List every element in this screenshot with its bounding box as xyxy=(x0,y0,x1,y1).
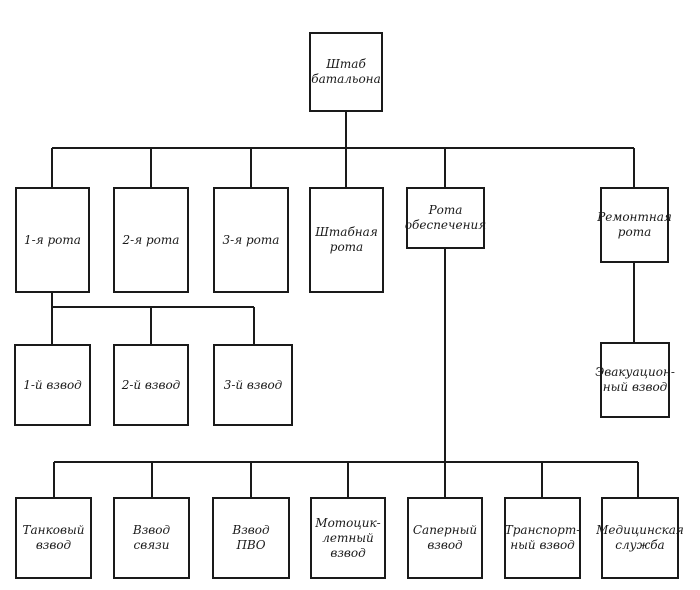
node-label: 1-й взвод xyxy=(23,377,82,392)
node-platoon-1: 1-й взвод xyxy=(14,344,91,426)
node-hq-company: Штабная рота xyxy=(309,187,384,293)
node-label: 3-й взвод xyxy=(223,377,283,392)
node-transport-platoon: Транспорт- ный взвод xyxy=(504,497,581,579)
node-label: 2-й взвод xyxy=(121,377,181,392)
node-label: 1-я рота xyxy=(24,232,81,247)
node-tank-platoon: Танковый взвод xyxy=(15,497,92,579)
node-support-company: Рота обеспечения xyxy=(404,187,487,249)
node-sapper-platoon: Саперный взвод xyxy=(407,497,483,579)
node-medical-service: Медицинская служба xyxy=(596,497,684,579)
node-label: Транспорт- ный взвод xyxy=(504,523,581,552)
node-signal-platoon: Взвод связи xyxy=(113,497,190,579)
node-label: Штаб батальона xyxy=(311,57,381,86)
node-motorcycle-platoon: Мотоцик- летный взвод xyxy=(310,497,386,579)
node-label: Эвакуацион- ный взвод xyxy=(595,365,675,394)
node-repair-company: Ремонтная рота xyxy=(597,187,672,263)
node-platoon-2: 2-й взвод xyxy=(113,344,189,426)
node-air-defense-platoon: Взвод ПВО xyxy=(212,497,290,579)
node-label: 3-я рота xyxy=(222,232,280,247)
node-label: Взвод ПВО xyxy=(232,523,270,552)
node-battalion-hq: Штаб батальона xyxy=(309,32,383,112)
node-label: Танковый взвод xyxy=(22,523,85,552)
node-platoon-3: 3-й взвод xyxy=(213,344,293,426)
node-evacuation-platoon: Эвакуацион- ный взвод xyxy=(595,342,675,418)
node-label: Взвод связи xyxy=(132,523,171,552)
node-label: Саперный взвод xyxy=(412,523,478,552)
node-company-3: 3-я рота xyxy=(213,187,289,293)
node-label: Штабная рота xyxy=(315,225,378,254)
node-label: Мотоцик- летный взвод xyxy=(315,515,381,560)
node-company-2: 2-я рота xyxy=(113,187,189,293)
node-label: Рота обеспечения xyxy=(404,203,487,232)
node-company-1: 1-я рота xyxy=(15,187,90,293)
node-label: Медицинская служба xyxy=(596,523,684,552)
node-label: Ремонтная рота xyxy=(597,210,672,239)
node-label: 2-я рота xyxy=(122,232,180,247)
